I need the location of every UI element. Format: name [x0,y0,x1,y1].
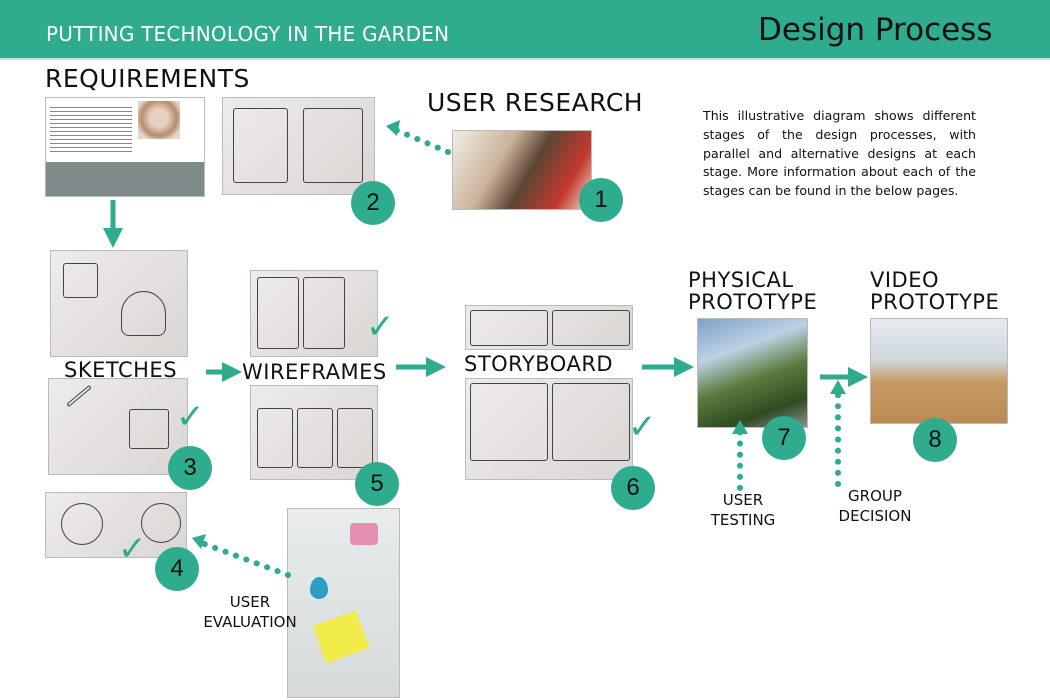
physical-prototype-photo [697,318,808,428]
dotted-arrow-user-evaluation [199,540,291,578]
storyboard-image-a [465,305,633,350]
step-badge-2: 2 [351,181,395,225]
sketch-image-plant [50,250,188,357]
header-banner: PUTTING TECHNOLOGY IN THE GARDEN Design … [0,0,1050,60]
project-title: PUTTING TECHNOLOGY IN THE GARDEN [46,22,450,46]
requirements-label: REQUIREMENTS [45,64,250,93]
group-decision-label: GROUP DECISION [838,487,912,526]
user-evaluation-label: USER EVALUATION [203,593,297,632]
requirements-document-image [45,97,205,197]
step-badge-5: 5 [355,462,399,506]
sketches-label: SKETCHES [64,358,178,382]
user-research-label: USER RESEARCH [427,88,644,117]
check-icon: ✓ [366,307,395,347]
user-testing-label: USER TESTING [710,491,776,530]
user-research-photo [452,130,592,210]
check-icon: ✓ [628,407,657,447]
step-badge-8: 8 [913,418,957,462]
section-title: Design Process [758,12,993,48]
step-badge-4: 4 [155,547,199,591]
sketch-image-4 [45,492,187,558]
video-prototype-label: VIDEO PROTOTYPE [870,268,1000,315]
wireframe-image-a [250,270,378,357]
sketch-image-2 [222,97,375,195]
check-icon: ✓ [118,529,147,569]
storyboard-label: STORYBOARD [464,352,614,376]
step-badge-6: 6 [611,466,655,510]
wireframe-image-b [250,385,378,480]
step-badge-1: 1 [579,178,623,222]
step-badge-3: 3 [168,446,212,490]
step-badge-7: 7 [762,416,806,460]
wireframes-label: WIREFRAMES [242,360,387,384]
storyboard-image-b [465,378,633,480]
physical-prototype-label: PHYSICAL PROTOTYPE [688,268,818,315]
check-icon: ✓ [176,397,205,437]
user-evaluation-photo [287,508,400,698]
sketch-image-3 [48,378,188,475]
dotted-arrow-research [393,127,451,155]
description-text: This illustrative diagram shows differen… [703,108,976,199]
video-prototype-photo [870,318,1008,424]
